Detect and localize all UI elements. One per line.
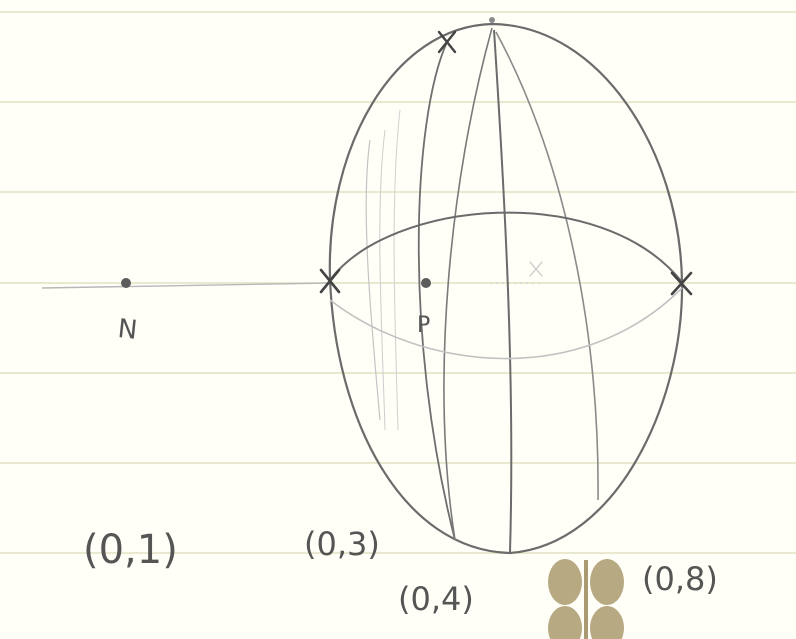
coordinate-label-0-4: (0,4) (398, 580, 474, 618)
light-stroke (393, 109, 401, 431)
meridian-curve (493, 29, 513, 553)
point-p-label: P (417, 313, 430, 338)
meridian-curve (495, 31, 599, 501)
leaf-sprig-icon (548, 559, 624, 639)
meridian-curve (443, 27, 493, 541)
axis-line (41, 282, 331, 289)
top-vertex-dot (489, 17, 495, 23)
equator-arc-upper (329, 211, 683, 283)
light-stroke (365, 139, 381, 421)
cross-mark-faint-center (529, 261, 543, 277)
coordinate-label-0-1: (0,1) (83, 527, 178, 573)
light-stroke (379, 129, 386, 431)
point-n-label: N (116, 314, 138, 346)
point-n-dot (121, 278, 131, 288)
meridian-curve (417, 41, 456, 541)
coordinate-label-0-8: (0,8) (642, 560, 718, 598)
coordinate-label-0-3: (0,3) (304, 525, 380, 563)
cross-mark-top (437, 30, 457, 54)
ruled-lines (0, 11, 796, 554)
cross-mark-right (670, 271, 693, 296)
ellipse-outline (328, 22, 684, 555)
equator-arc-lower (329, 287, 683, 360)
point-p-dot (421, 278, 431, 288)
cross-mark-left (319, 268, 341, 294)
